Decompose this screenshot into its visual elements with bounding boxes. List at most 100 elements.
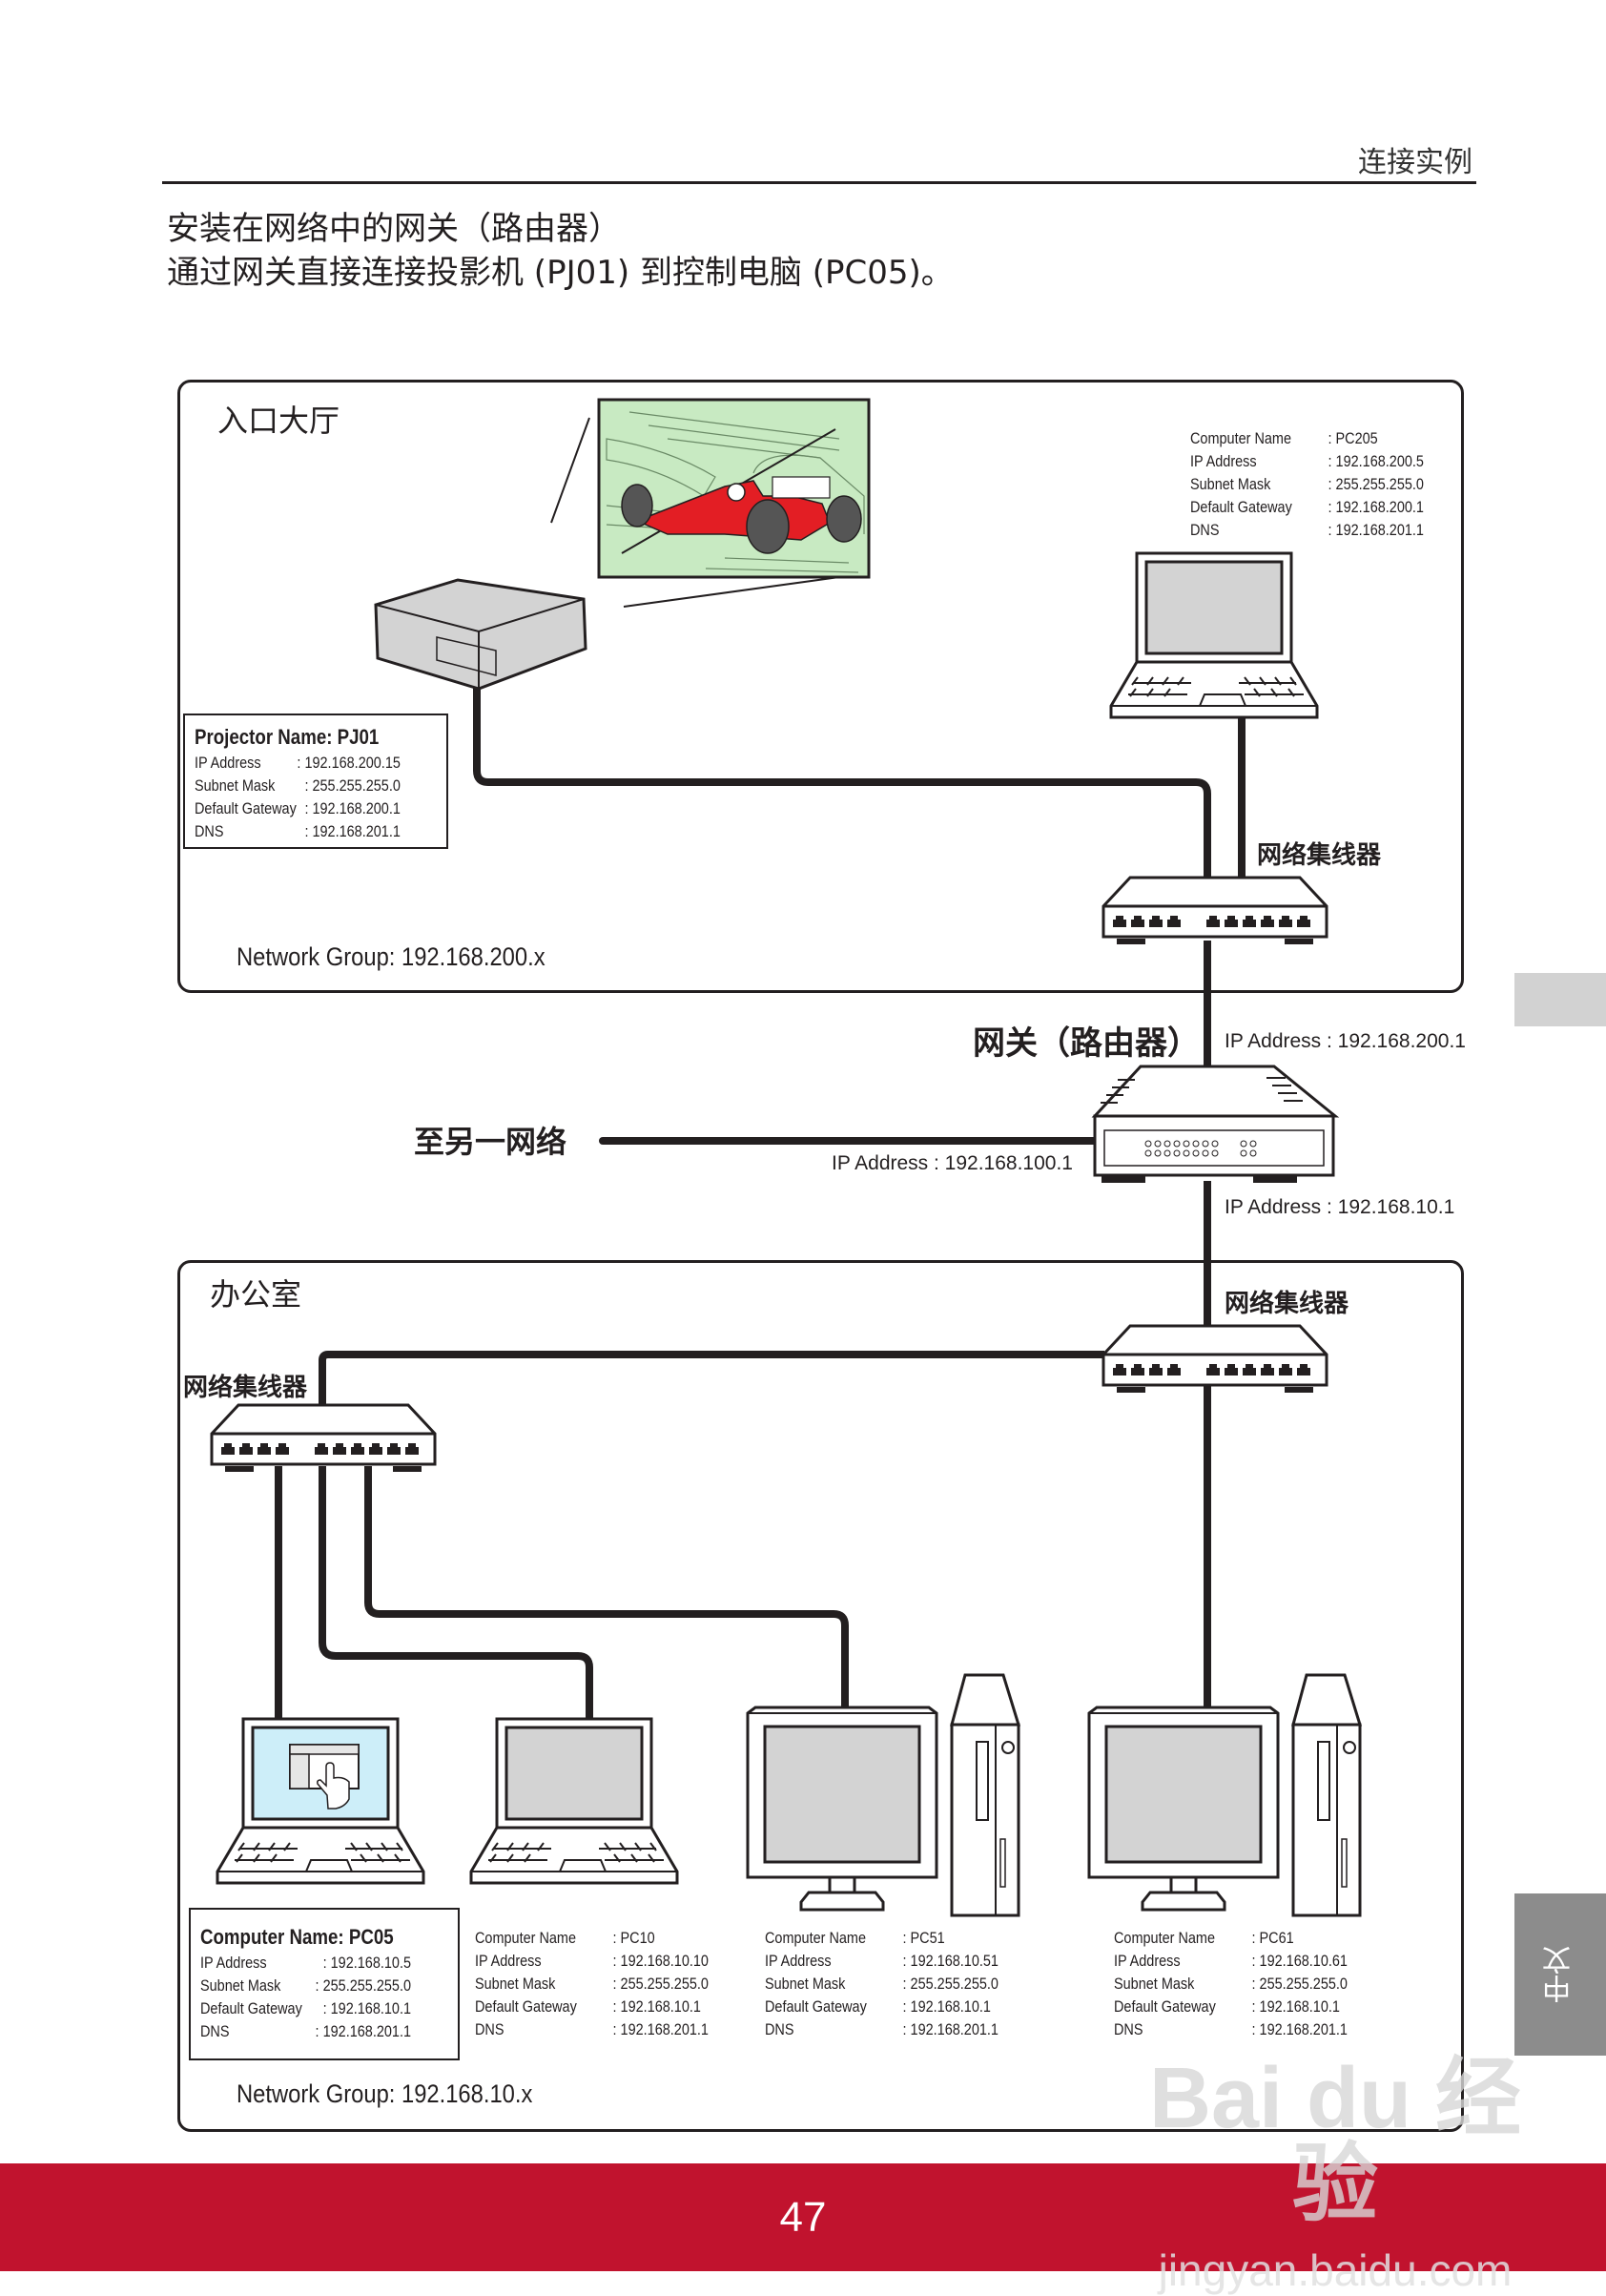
info-value: : 255.255.255.0: [612, 1975, 709, 1993]
watermark-url: jingyan.baidu.com: [1158, 2245, 1513, 2295]
header-rule: [162, 181, 1476, 184]
office-label: 办公室: [210, 1276, 302, 1313]
pc205-laptop-icon: [1109, 551, 1319, 719]
info-key: Subnet Mask: [1190, 475, 1271, 493]
footer-band: [0, 2163, 1606, 2271]
other-network-label: 至另一网络: [414, 1124, 567, 1160]
page-number: 47: [779, 2194, 827, 2241]
info-value: : 192.168.10.1: [612, 1997, 701, 2016]
pc51-desktop-icon: [746, 1673, 1021, 1917]
info-key: DNS: [200, 2022, 230, 2040]
info-key: Subnet Mask: [765, 1975, 846, 1993]
info-key: Computer Name: [1114, 1929, 1216, 1947]
language-tab[interactable]: 中文: [1514, 1893, 1606, 2056]
info-value: : PC61: [1251, 1929, 1294, 1947]
pc61-info: Computer Name : PC61 IP Address : 192.168.…: [1114, 1927, 1348, 2041]
lobby-hub-label: 网络集线器: [1257, 841, 1382, 870]
lobby-label: 入口大厅: [217, 403, 340, 439]
section-title: 连接实例: [1358, 146, 1472, 179]
language-tab-label: 中文: [1543, 1946, 1576, 2003]
info-key: DNS: [765, 2020, 794, 2038]
info-key: Subnet Mask: [195, 776, 276, 795]
office-left-hub-label: 网络集线器: [183, 1374, 308, 1402]
lobby-network-group: [177, 380, 1464, 993]
projector-name: Projector Name: PJ01: [195, 725, 380, 749]
info-key: Computer Name: [475, 1929, 577, 1947]
router-ip-lower: IP Address : 192.168.10.1: [1225, 1196, 1455, 1218]
info-value: : 255.255.255.0: [304, 776, 401, 795]
info-value: : 192.168.200.1: [1328, 498, 1424, 516]
info-value: : 192.168.10.1: [902, 1997, 991, 2016]
pc05-laptop-icon: [216, 1717, 425, 1885]
watermark: Bai du 经验 jingyan.baidu.com: [1135, 2056, 1535, 2296]
router-ip-upper: IP Address : 192.168.200.1: [1225, 1030, 1466, 1052]
info-value: : PC51: [902, 1929, 945, 1947]
info-value: : 192.168.10.61: [1251, 1952, 1348, 1970]
projector-icon: [374, 578, 587, 691]
info-key: DNS: [195, 822, 224, 840]
info-key: DNS: [475, 2020, 504, 2038]
info-key: Default Gateway: [195, 799, 297, 817]
watermark-brand: Bai du 经验: [1148, 2051, 1521, 2232]
info-key: IP Address: [1190, 452, 1257, 470]
info-value: : 192.168.200.15: [297, 754, 401, 772]
info-value: : 192.168.201.1: [902, 2020, 999, 2038]
heading-subtitle: 通过网关直接连接投影机 (PJ01) 到控制电脑 (PC05)。: [167, 254, 954, 292]
pc10-laptop-icon: [469, 1717, 679, 1885]
info-value: : 192.168.201.1: [304, 822, 401, 840]
info-key: DNS: [1114, 2020, 1143, 2038]
info-key: IP Address: [765, 1952, 832, 1970]
info-value: : 192.168.10.5: [322, 1954, 411, 1972]
info-value: : 192.168.10.1: [1251, 1997, 1340, 2016]
info-key: IP Address: [195, 754, 261, 772]
info-key: Default Gateway: [1190, 498, 1292, 516]
info-value: : 192.168.201.1: [315, 2022, 411, 2040]
info-value: : 192.168.200.1: [304, 799, 401, 817]
info-value: : PC205: [1328, 429, 1378, 447]
info-value: : 192.168.10.51: [902, 1952, 999, 1970]
lobby-hub-icon: [1102, 876, 1328, 946]
pc05-name: Computer Name: PC05: [200, 1925, 394, 1949]
projected-image: [597, 398, 871, 579]
pc205-info: Computer Name : PC205 IP Address : 192.168…: [1190, 427, 1424, 542]
pc10-info: Computer Name : PC10 IP Address : 192.168.…: [475, 1927, 709, 2041]
info-value: : 192.168.201.1: [1251, 2020, 1348, 2038]
pc05-info: Computer Name: PC05 IP Address : 192.168.…: [200, 1923, 411, 2043]
info-key: Default Gateway: [1114, 1997, 1216, 2016]
info-key: Subnet Mask: [200, 1976, 281, 1995]
office-network-group: [177, 1260, 1464, 2132]
info-value: : 192.168.10.10: [612, 1952, 709, 1970]
info-key: Subnet Mask: [475, 1975, 556, 1993]
info-key: IP Address: [1114, 1952, 1181, 1970]
info-key: IP Address: [200, 1954, 267, 1972]
office-left-hub-icon: [210, 1403, 437, 1474]
projector-info-box: Projector Name: PJ01 IP Address : 192.168…: [183, 714, 448, 849]
info-key: Default Gateway: [765, 1997, 867, 2016]
pc05-info-box: Computer Name: PC05 IP Address : 192.168.…: [189, 1908, 460, 2060]
info-value: : 192.168.201.1: [1328, 521, 1424, 539]
office-main-hub-label: 网络集线器: [1225, 1290, 1349, 1318]
info-value: : 192.168.201.1: [612, 2020, 709, 2038]
info-key: IP Address: [475, 1952, 542, 1970]
projector-info: Projector Name: PJ01 IP Address : 192.168…: [195, 723, 401, 843]
lobby-network-group-label: Network Group: 192.168.200.x: [237, 942, 546, 971]
pc51-info: Computer Name : PC51 IP Address : 192.168.…: [765, 1927, 999, 2041]
info-value: : 255.255.255.0: [1251, 1975, 1348, 1993]
info-value: : 192.168.200.5: [1328, 452, 1424, 470]
info-value: : 255.255.255.0: [1328, 475, 1424, 493]
info-key: Default Gateway: [475, 1997, 577, 2016]
info-key: Computer Name: [765, 1929, 867, 1947]
info-value: : 255.255.255.0: [902, 1975, 999, 1993]
info-value: : PC10: [612, 1929, 655, 1947]
router-ip-left: IP Address : 192.168.100.1: [832, 1152, 1073, 1174]
office-network-group-label: Network Group: 192.168.10.x: [237, 2079, 533, 2108]
info-key: Default Gateway: [200, 1999, 302, 2017]
pc61-desktop-icon: [1087, 1673, 1363, 1917]
heading-title: 安装在网络中的网关（路由器）: [167, 210, 621, 248]
router-icon: [1091, 1065, 1340, 1183]
info-key: Subnet Mask: [1114, 1975, 1195, 1993]
office-main-hub-icon: [1102, 1324, 1328, 1395]
info-key: DNS: [1190, 521, 1220, 539]
info-key: Computer Name: [1190, 429, 1292, 447]
